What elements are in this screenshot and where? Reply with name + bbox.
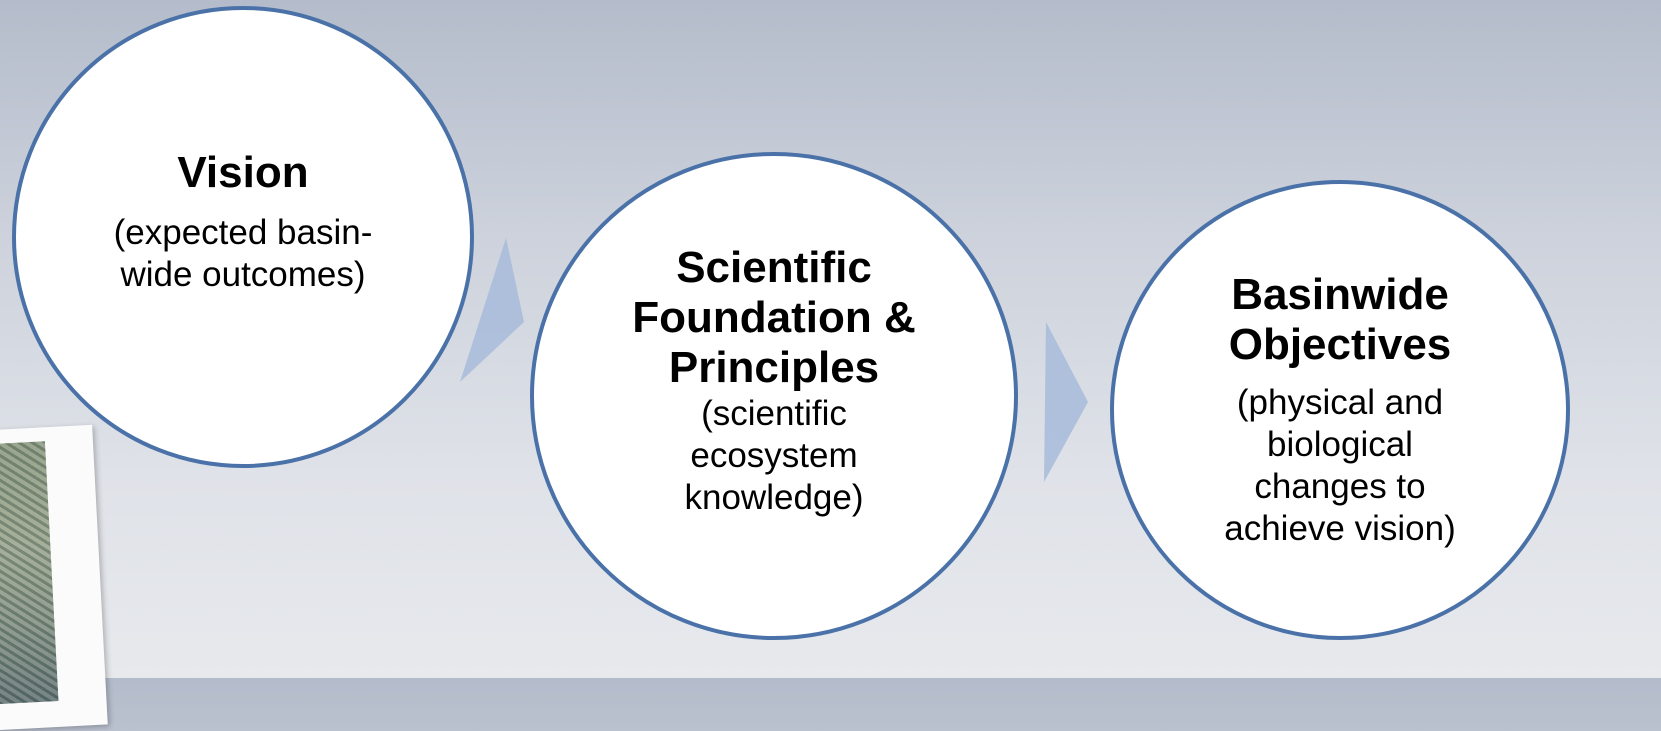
basinwide-objectives-title: Basinwide Objectives [1228,270,1452,369]
flow-arrows [460,238,1088,482]
scientific-foundation-title: Scientific Foundation & Principles [632,243,916,392]
basinwide-objectives-circle: Basinwide Objectives (physical and biolo… [1110,180,1570,640]
basinwide-objectives-description: (physical and biological changes to achi… [1224,383,1456,548]
scientific-foundation-circle: Scientific Foundation & Principles (scie… [530,152,1018,640]
arrow-icon-2 [1044,322,1088,482]
vision-description: (expected basin- wide outcomes) [113,213,373,294]
scientific-foundation-description: (scientific ecosystem knowledge) [684,394,864,517]
vision-title: Vision [177,148,309,197]
process-diagram: Vision (expected basin- wide outcomes) S… [0,6,1570,705]
arrow-icon-1 [460,238,524,382]
vision-circle: Vision (expected basin- wide outcomes) [12,6,474,468]
